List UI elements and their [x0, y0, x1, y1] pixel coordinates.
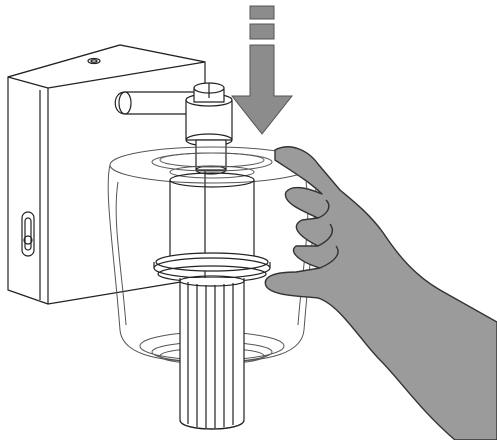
side-slot	[21, 211, 35, 257]
screw-hole	[87, 57, 101, 65]
down-arrow-icon	[230, 5, 294, 135]
inner-cartridge	[153, 172, 271, 283]
top-coupler	[185, 82, 233, 175]
support-arm	[114, 91, 197, 115]
lower-spindle	[179, 275, 245, 430]
hand-icon	[264, 146, 497, 440]
